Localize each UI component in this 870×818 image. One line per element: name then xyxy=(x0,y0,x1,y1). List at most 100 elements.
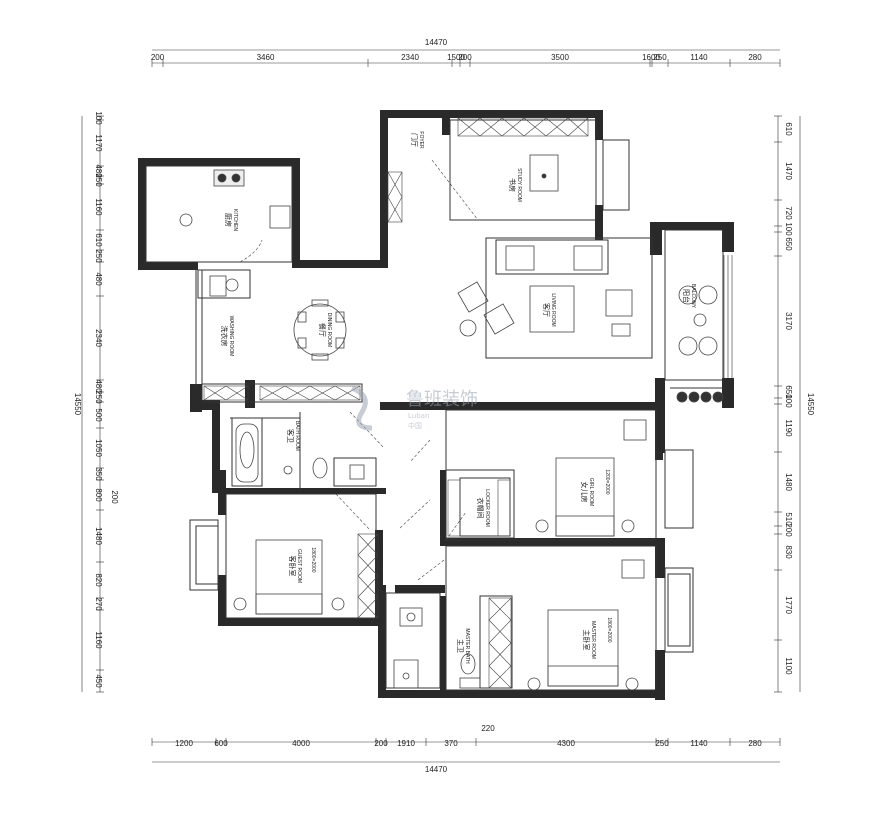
svg-text:BALCONY: BALCONY xyxy=(690,284,696,309)
left-dim-label: 450 xyxy=(94,674,103,688)
left-dim-label: 2340 xyxy=(94,329,103,347)
right-dim-label: 650 xyxy=(784,237,793,251)
room-label-washing: 洗衣房 WASHING ROOM xyxy=(220,316,234,357)
room-label-dining: 餐厅 DINING ROOM xyxy=(318,313,332,347)
left-dim-label: 250 xyxy=(94,390,103,404)
furniture xyxy=(179,154,724,691)
bottom-dimensions xyxy=(151,738,781,763)
left-dim-label: 800 xyxy=(94,488,103,502)
top-dimensions xyxy=(151,49,781,67)
room-label-guest: 客卧室 GUEST ROOM xyxy=(288,549,302,583)
top-dim-label: 3460 xyxy=(257,53,275,62)
svg-text:GUEST ROOM: GUEST ROOM xyxy=(296,549,302,583)
watermark-logo-icon xyxy=(350,385,373,431)
bottom-dim-label: 370 xyxy=(444,739,458,748)
bottom-dim-label: 1910 xyxy=(397,739,415,748)
left-dim-label: 500 xyxy=(94,408,103,422)
left-dim-label: 610 xyxy=(94,233,103,247)
top-dim-label: 2340 xyxy=(401,53,419,62)
right-dim-label: 1190 xyxy=(784,419,793,437)
right-dim-label: 830 xyxy=(784,545,793,559)
right-dim-label: 200 xyxy=(784,523,793,537)
svg-text:FOYER: FOYER xyxy=(418,131,424,149)
svg-text:洗衣房: 洗衣房 xyxy=(220,326,229,347)
svg-text:女儿房: 女儿房 xyxy=(580,482,589,503)
right-dim-label: 100 xyxy=(784,394,793,408)
bottom-total-dim: 14470 xyxy=(425,765,448,774)
bottom-dim-label: 600 xyxy=(214,739,228,748)
svg-text:WASHING ROOM: WASHING ROOM xyxy=(228,316,234,357)
room-label-living: 客厅 LIVING ROOM xyxy=(542,293,556,326)
bed-size-guest: 1800×2000 xyxy=(310,547,316,572)
bottom-dim-label: 1140 xyxy=(690,739,708,748)
room-label-bath: 客卫 BATH ROOM xyxy=(286,421,300,451)
left-dim-label: 480 xyxy=(94,272,103,286)
top-dim-label: 1500 xyxy=(447,53,465,62)
bed-size-master: 1800×2000 xyxy=(606,617,612,642)
svg-text:LIVING ROOM: LIVING ROOM xyxy=(550,293,556,326)
svg-text:主卧室: 主卧室 xyxy=(582,630,591,651)
left-dim-label: 1050 xyxy=(94,439,103,457)
top-dim-label: 280 xyxy=(748,53,762,62)
room-label-master-bath: 主卫 MASTER BATH xyxy=(456,628,470,664)
bottom-dim-label: 280 xyxy=(748,739,762,748)
room-label-locker: 衣帽间 LOCKER ROOM xyxy=(476,489,490,527)
svg-text:STUDY ROOM: STUDY ROOM xyxy=(516,168,522,202)
left-total-dim: 14550 xyxy=(73,393,82,416)
left-dim-label: 350 xyxy=(94,467,103,481)
top-dim-label: 200 xyxy=(458,53,472,62)
room-label-master: 主卧室 MASTER ROOM xyxy=(582,621,596,659)
left-dimensions xyxy=(81,115,104,693)
right-dim-label: 1470 xyxy=(784,162,793,180)
svg-text:DINING ROOM: DINING ROOM xyxy=(326,313,332,347)
bottom-extra-dim: 220 xyxy=(481,724,495,733)
left-dim-label: 250 xyxy=(94,249,103,263)
left-dim-label: 270 xyxy=(94,597,103,611)
svg-text:厨房: 厨房 xyxy=(224,213,233,227)
left-dim-label: 820 xyxy=(94,573,103,587)
svg-text:客卧室: 客卧室 xyxy=(288,556,297,577)
left-inner-dim: 200 xyxy=(110,490,119,504)
watermark-sub-cn: 中国 xyxy=(408,421,422,430)
room-label-balcony: 阳台 BALCONY xyxy=(682,284,696,309)
top-dim-label: 1140 xyxy=(690,53,708,62)
left-dim-label: 1480 xyxy=(94,527,103,545)
left-segment-labels: 1001170480250116061025048023404802505001… xyxy=(94,111,103,688)
walls xyxy=(138,110,734,700)
bottom-dim-label: 1200 xyxy=(175,739,193,748)
bottom-dim-label: 250 xyxy=(655,739,669,748)
right-segment-labels: 6101470720100650317065010011901480510200… xyxy=(784,122,793,675)
top-dim-label: 3500 xyxy=(551,53,569,62)
left-dim-label: 480 xyxy=(94,379,103,393)
right-dim-label: 650 xyxy=(784,385,793,399)
door-swings xyxy=(239,159,479,581)
svg-text:GIRL ROOM: GIRL ROOM xyxy=(588,478,594,506)
balcony-windows xyxy=(723,255,733,378)
room-label-foyer: 门厅 FOYER xyxy=(410,131,424,149)
left-dim-label: 1170 xyxy=(94,134,103,152)
svg-text:阳台: 阳台 xyxy=(682,289,691,303)
svg-text:MASTER BATH: MASTER BATH xyxy=(464,628,470,664)
top-dim-label: 1600 xyxy=(642,53,660,62)
left-dim-label: 480 xyxy=(94,164,103,178)
right-dimensions xyxy=(774,115,801,693)
bottom-dim-label: 4000 xyxy=(292,739,310,748)
right-dim-label: 510 xyxy=(784,512,793,526)
watermark-logo-text: 鲁班装饰 xyxy=(406,389,478,410)
room-label-study: 书房 STUDY ROOM xyxy=(508,168,522,202)
right-dim-label: 3170 xyxy=(784,312,793,330)
svg-text:客厅: 客厅 xyxy=(542,303,551,317)
room-label-kitchen: 厨房 KITCHEN xyxy=(224,209,238,231)
svg-text:客卫: 客卫 xyxy=(286,429,295,443)
left-dim-label: 100 xyxy=(94,111,103,125)
svg-text:门厅: 门厅 xyxy=(410,133,419,147)
right-dim-label: 1480 xyxy=(784,473,793,491)
svg-text:主卫: 主卫 xyxy=(456,639,465,653)
bottom-dim-label: 4300 xyxy=(557,739,575,748)
svg-text:KITCHEN: KITCHEN xyxy=(232,209,238,231)
room-label-girl: 女儿房 GIRL ROOM xyxy=(580,478,594,506)
top-total-dim: 14470 xyxy=(425,38,448,47)
left-dim-label: 1160 xyxy=(94,198,103,216)
